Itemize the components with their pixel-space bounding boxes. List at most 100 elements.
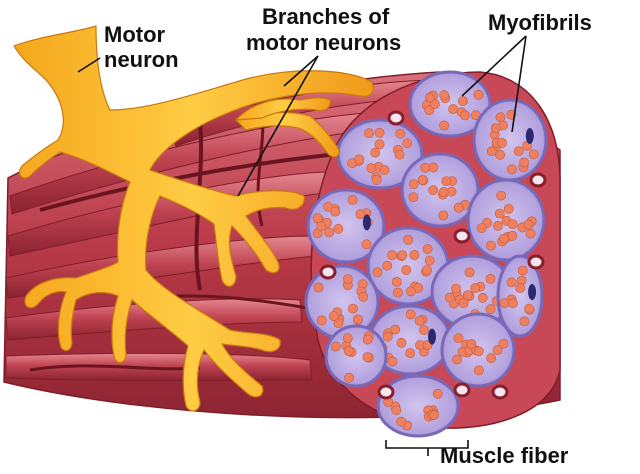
myofibril xyxy=(485,304,496,315)
capillary xyxy=(453,228,471,244)
myofibril xyxy=(366,163,377,174)
myofibril xyxy=(528,149,539,160)
myofibril xyxy=(420,162,431,173)
myofibril xyxy=(355,209,366,219)
myofibril xyxy=(494,208,505,219)
myofibril xyxy=(342,333,353,343)
myofibril xyxy=(429,410,439,420)
myofibril xyxy=(401,265,412,275)
myofibril xyxy=(343,346,354,356)
myofibril xyxy=(462,290,473,301)
myofibril xyxy=(515,283,526,293)
myofibril xyxy=(391,405,402,416)
myofibril xyxy=(333,223,344,234)
myofibril xyxy=(414,315,425,326)
myofibril xyxy=(438,210,449,221)
myofibril xyxy=(438,187,449,197)
capillary xyxy=(527,254,545,270)
myofibril xyxy=(354,154,365,165)
capillary xyxy=(387,110,405,126)
label-branches: Branches of motor neurons xyxy=(237,4,401,197)
myofibril xyxy=(519,157,529,168)
myofibril xyxy=(324,227,334,238)
myofibril xyxy=(492,345,503,355)
myofibril xyxy=(408,179,419,189)
myofibril xyxy=(361,239,372,250)
nucleus xyxy=(528,284,537,300)
myofibril xyxy=(495,149,505,160)
capillary-cross-sections xyxy=(319,110,547,400)
myofibril xyxy=(452,354,462,365)
capillary xyxy=(529,172,547,188)
myofibril xyxy=(394,149,405,160)
myofibril xyxy=(362,352,373,362)
myofibril xyxy=(495,112,506,123)
myofibril xyxy=(473,89,484,100)
myofibril xyxy=(519,316,530,327)
myofibril xyxy=(506,164,517,175)
myofibril xyxy=(464,267,475,278)
myofibril xyxy=(448,104,458,114)
myofibril xyxy=(476,223,487,233)
myofibril xyxy=(424,255,435,266)
label-muscle-fiber: Muscle fiber xyxy=(385,440,569,468)
myofibril xyxy=(374,139,385,150)
myofibril xyxy=(372,267,383,277)
myofibril xyxy=(330,206,341,217)
myofibril xyxy=(428,162,439,173)
myofibril xyxy=(362,334,373,345)
branches-label-line1: Branches of xyxy=(262,4,390,29)
myofibril xyxy=(348,303,358,314)
myofibril xyxy=(371,174,382,185)
myofibril xyxy=(344,372,354,383)
myofibril xyxy=(390,324,400,335)
myofibril xyxy=(497,137,507,148)
myofibrils-label: Myofibrils xyxy=(488,10,592,35)
myofibril xyxy=(517,265,528,276)
branches-label-line2: motor neurons xyxy=(246,30,401,55)
myofibril xyxy=(316,221,327,232)
myofibrils-leader-line-2 xyxy=(511,35,527,133)
myofibril xyxy=(444,292,455,303)
myofibril xyxy=(396,416,407,427)
myofibril xyxy=(409,250,420,260)
myofibril xyxy=(470,283,480,294)
myofibril xyxy=(316,315,327,326)
myofibril xyxy=(313,282,324,293)
myofibril xyxy=(397,250,408,260)
myofibril xyxy=(417,175,428,185)
myofibril xyxy=(477,292,488,303)
myofibril xyxy=(453,333,464,344)
myofibril xyxy=(458,298,469,309)
myofibril xyxy=(330,341,341,352)
myofibril xyxy=(506,277,517,288)
myofibril xyxy=(498,338,509,349)
nucleus xyxy=(428,328,436,345)
myofibril xyxy=(405,309,416,320)
myofibril xyxy=(458,96,468,106)
capillary xyxy=(319,264,337,280)
myofibril xyxy=(403,234,413,245)
myofibril xyxy=(382,260,393,271)
branches-leader-line-1 xyxy=(283,55,319,87)
myofibril xyxy=(422,265,432,275)
label-motor-neuron: Motor neuron xyxy=(77,22,179,73)
myofibril xyxy=(507,230,518,241)
myofibril xyxy=(402,138,413,148)
myofibril xyxy=(486,353,497,364)
myofibril xyxy=(432,388,443,399)
myofibril xyxy=(323,201,334,212)
myofibril xyxy=(508,298,518,309)
myofibril xyxy=(387,250,397,260)
myofibril xyxy=(496,190,506,201)
myofibril xyxy=(392,287,403,298)
myofibril xyxy=(453,202,464,213)
myofibril xyxy=(439,120,449,131)
myofibrils-leader-line-1 xyxy=(461,35,527,97)
myofibril xyxy=(328,311,339,321)
myofibril xyxy=(419,325,429,335)
myofibril xyxy=(486,240,496,251)
myofibril xyxy=(439,90,450,101)
myofibril xyxy=(379,165,390,176)
